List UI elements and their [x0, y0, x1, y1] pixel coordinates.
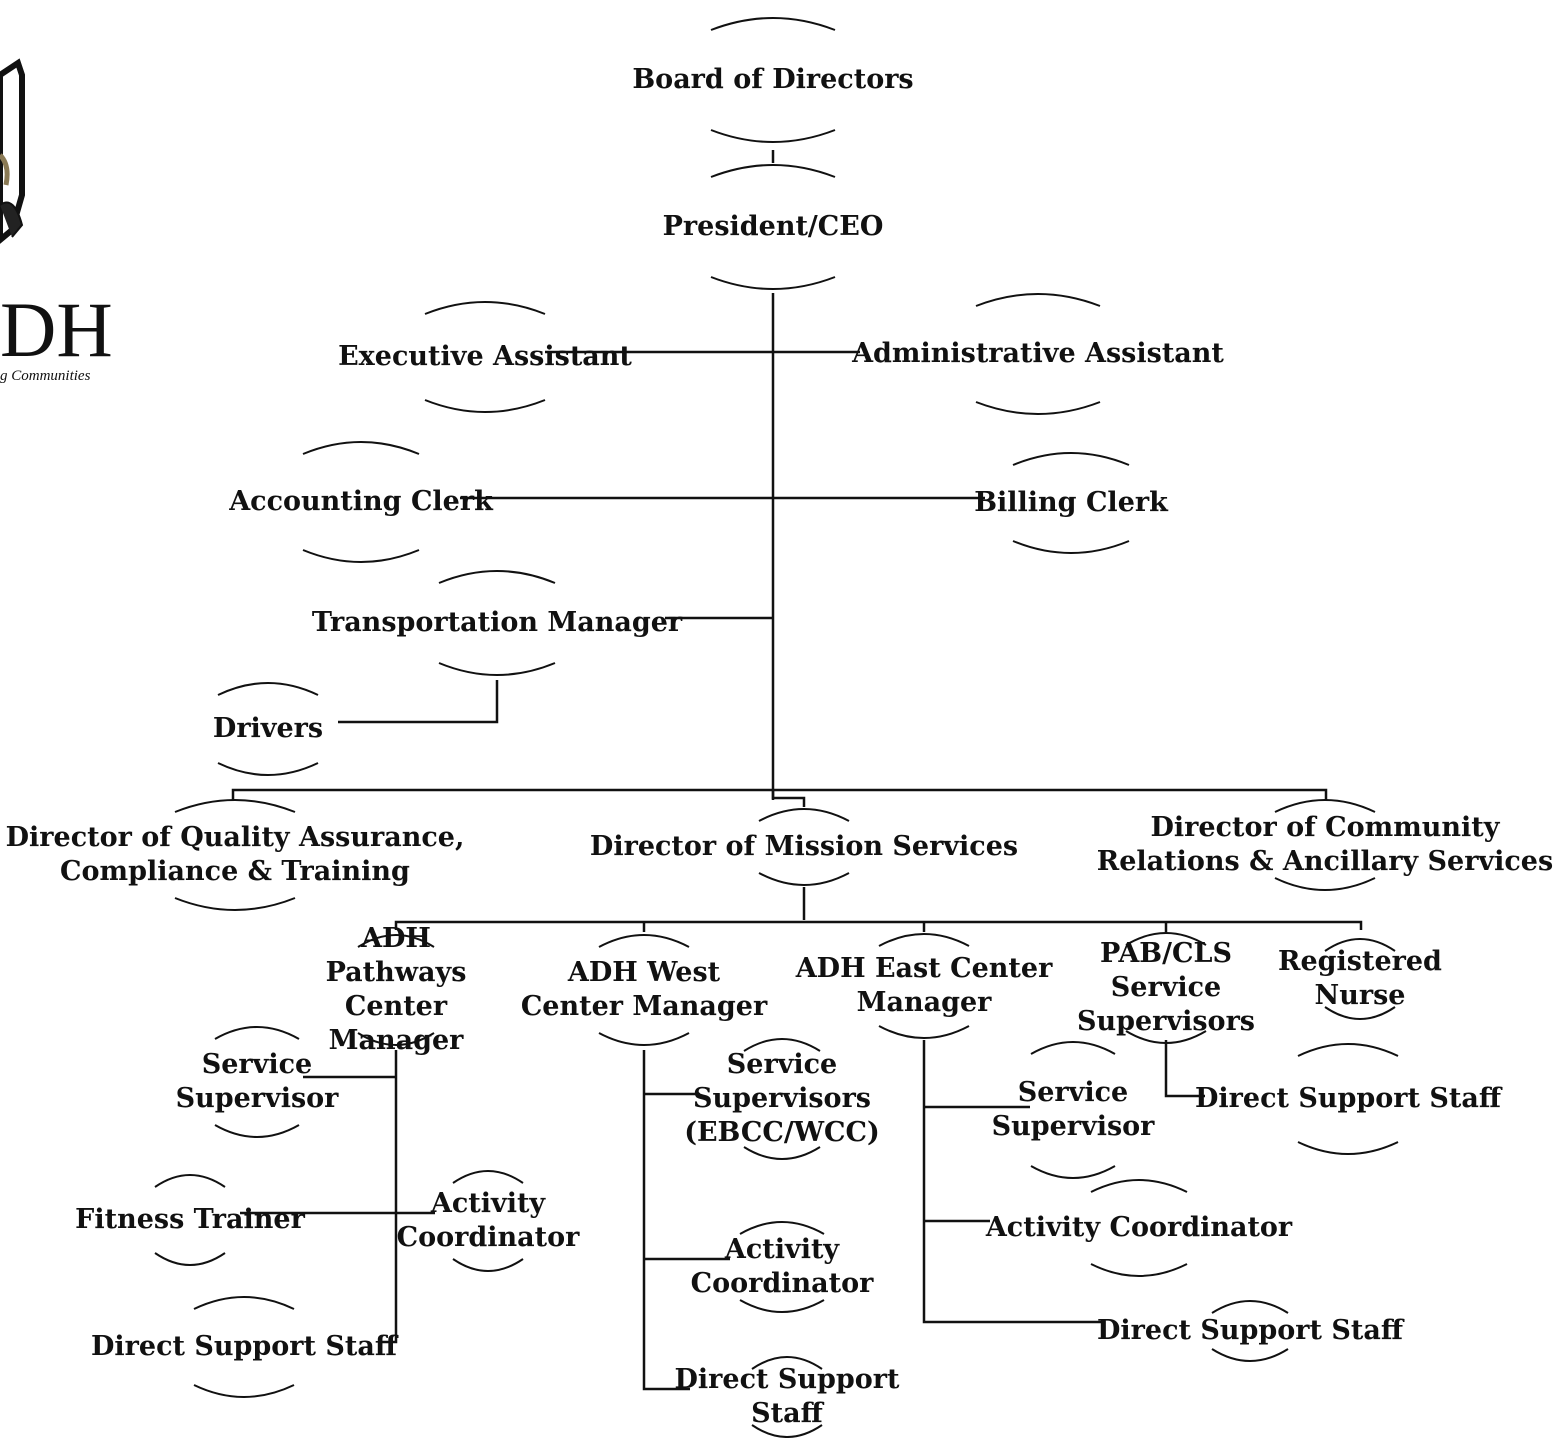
arc-east-dss-bottom [1211, 1348, 1289, 1362]
arc-pathways-activity-bottom [452, 1258, 524, 1272]
node-pathways-direct-support-staff: Direct Support Staff [90, 1331, 398, 1362]
arc-admin-assistant-top [975, 293, 1101, 307]
arc-west-supervisors-bottom [743, 1146, 821, 1160]
connector-west-trunk [642, 1050, 690, 1391]
arc-ceo-bottom [710, 276, 836, 290]
arc-transportation-manager-bottom [438, 662, 556, 676]
arc-exec-assistant-bottom [424, 399, 546, 413]
connector-mission-director [771, 790, 806, 807]
arc-nurse-bottom [1324, 1006, 1396, 1020]
logo-tagline: g Communities [0, 368, 91, 384]
node-drivers: Drivers [212, 713, 324, 744]
connector-managers-bar [394, 920, 1363, 930]
node-president-ceo: President/CEO [662, 211, 884, 242]
arc-billing-clerk-top [1012, 452, 1130, 466]
arc-dir-qa-top [174, 799, 296, 813]
arc-pathways-supervisor-top [214, 1026, 300, 1040]
node-transportation-manager: Transportation Manager [311, 607, 683, 638]
logo-letters: DH [0, 286, 113, 373]
arc-east-bottom [878, 1025, 970, 1039]
node-executive-assistant: Executive Assistant [338, 341, 632, 372]
arc-drivers-bottom [217, 762, 319, 776]
arc-exec-assistant-top [424, 301, 546, 315]
arc-pathways-bottom [357, 1032, 435, 1046]
arc-fitness-top [154, 1174, 226, 1188]
arc-pathways-dss-top [193, 1296, 295, 1310]
connector-directors-bar [231, 788, 1328, 800]
arc-east-supervisor-top [1030, 1041, 1116, 1055]
arc-admin-assistant-bottom [975, 401, 1101, 415]
arc-east-dss-top [1211, 1300, 1289, 1314]
node-director-mission-services: Director of Mission Services [589, 831, 1019, 862]
connector-pathways-trunk [380, 1050, 398, 1344]
arc-board-top [710, 17, 836, 31]
arc-accounting-clerk-bottom [302, 549, 420, 563]
arc-east-supervisor-bottom [1030, 1165, 1116, 1179]
arc-east-activity-bottom [1090, 1263, 1188, 1277]
node-accounting-clerk: Accounting Clerk [229, 486, 493, 517]
arc-nurse-top [1324, 938, 1396, 952]
connector-pab-dss [1164, 1040, 1205, 1098]
arc-board-bottom [710, 129, 836, 143]
arc-west-activity-top [739, 1221, 825, 1235]
arc-drivers-top [217, 682, 319, 696]
logo-emblem-icon [0, 58, 25, 244]
node-administrative-assistant: Administrative Assistant [852, 338, 1224, 369]
arc-dir-community-bottom [1274, 877, 1376, 891]
arc-dir-mission-top [758, 808, 850, 822]
arc-west-dss-top [751, 1356, 823, 1370]
arc-pab-bottom [1125, 1030, 1207, 1044]
connector-drivers [338, 680, 499, 724]
arc-west-dss-bottom [751, 1424, 823, 1438]
arc-pathways-activity-top [452, 1170, 524, 1184]
arc-west-bottom [598, 1032, 690, 1046]
arc-west-top [598, 934, 690, 948]
arc-east-top [878, 933, 970, 947]
arc-pathways-dss-bottom [193, 1384, 295, 1398]
node-east-direct-support-staff: Direct Support Staff [1096, 1315, 1404, 1346]
arc-pab-top [1125, 932, 1207, 946]
node-east-activity-coordinator: Activity Coordinator [985, 1212, 1293, 1243]
arc-dir-mission-bottom [758, 872, 850, 886]
arc-dir-qa-bottom [174, 897, 296, 911]
node-billing-clerk: Billing Clerk [974, 487, 1168, 518]
arc-west-activity-bottom [739, 1299, 825, 1313]
arc-accounting-clerk-top [302, 441, 420, 455]
arc-pab-dss-top [1297, 1043, 1399, 1057]
node-board-of-directors: Board of Directors [632, 64, 914, 95]
arc-transportation-manager-top [438, 570, 556, 584]
arc-dir-community-top [1274, 799, 1376, 813]
node-director-quality-assurance: Director of Quality Assurance,Compliance… [5, 822, 465, 887]
arc-pab-dss-bottom [1297, 1141, 1399, 1155]
arc-pathways-supervisor-bottom [214, 1124, 300, 1138]
arc-billing-clerk-bottom [1012, 540, 1130, 554]
node-pab-direct-support-staff: Direct Support Staff [1194, 1083, 1502, 1114]
arc-pathways-top [357, 934, 435, 948]
organization-logo: DH g Communities [0, 55, 113, 384]
arc-west-supervisors-top [743, 1038, 821, 1052]
node-pathways-fitness-trainer: Fitness Trainer [75, 1204, 305, 1235]
arc-ceo-top [710, 164, 836, 178]
connector-east-trunk [922, 1040, 1105, 1324]
arc-fitness-bottom [154, 1252, 226, 1266]
arc-east-activity-top [1090, 1179, 1188, 1193]
